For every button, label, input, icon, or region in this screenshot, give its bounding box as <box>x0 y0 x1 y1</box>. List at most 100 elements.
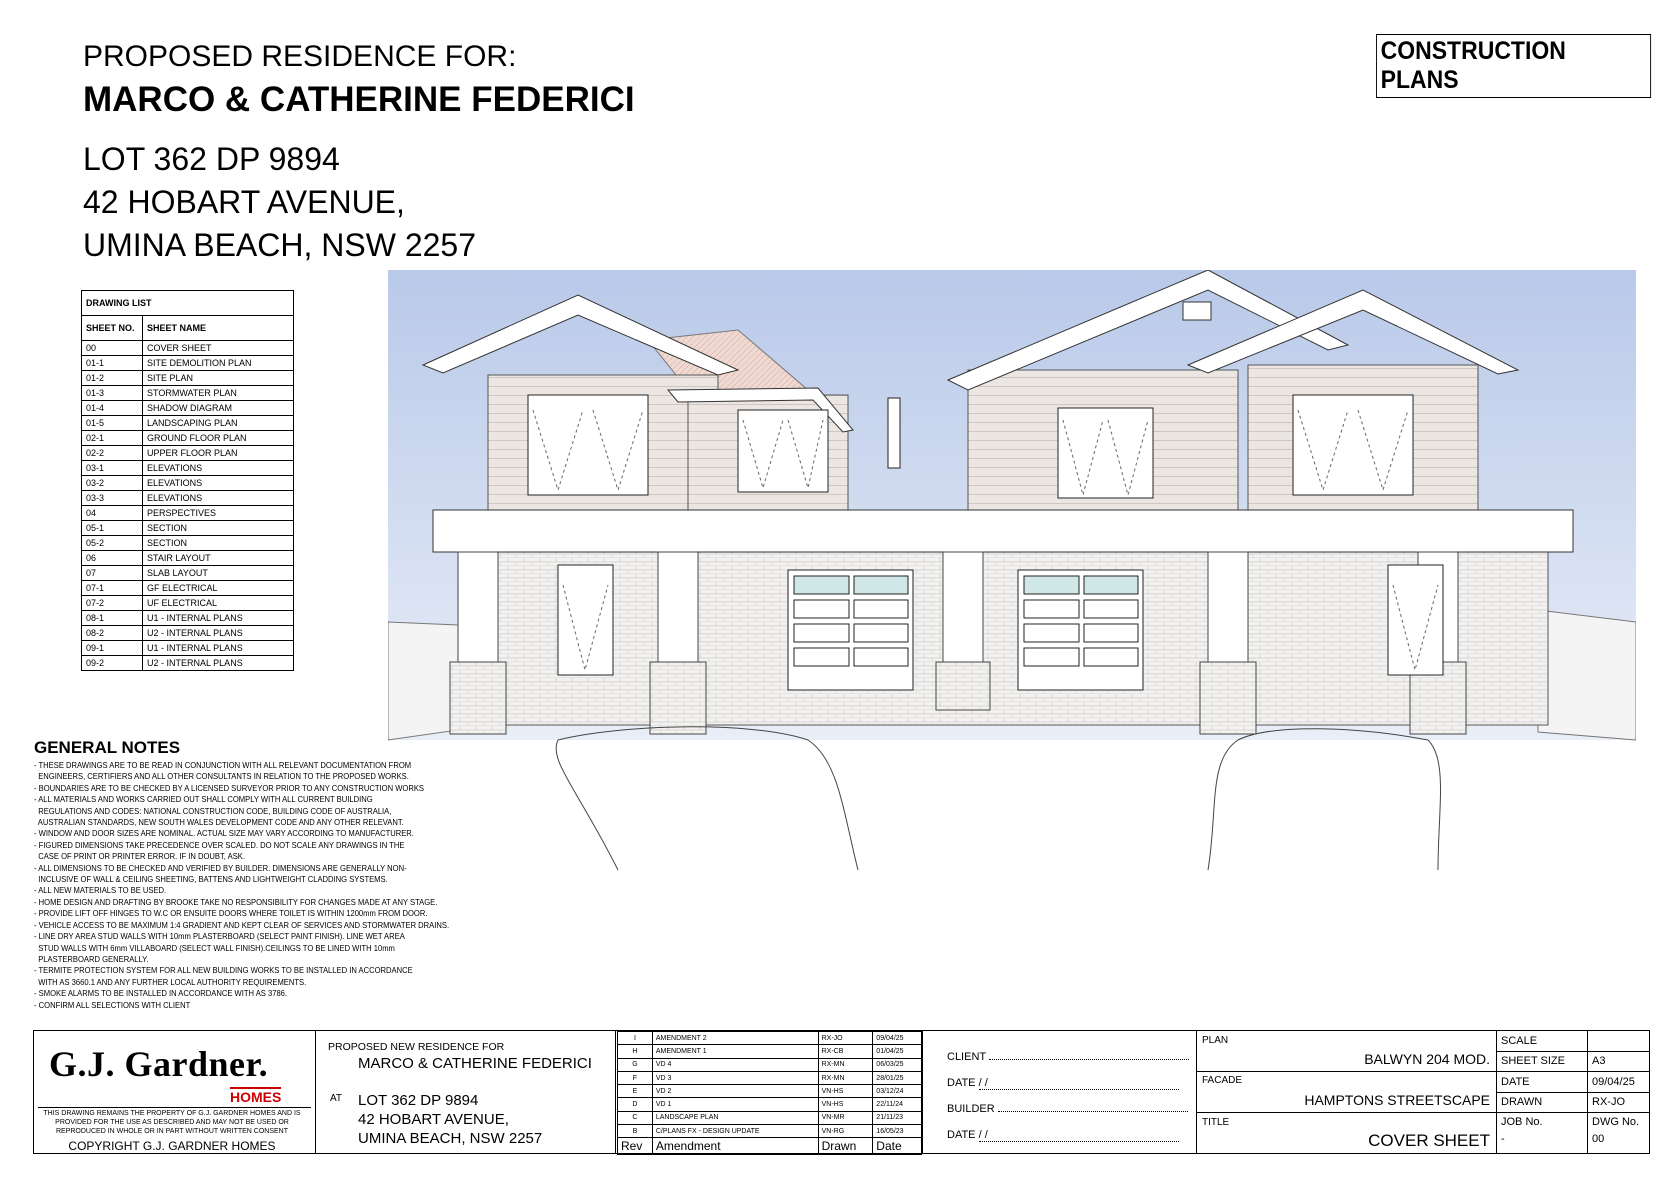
date-blank-1: / / <box>978 1077 1179 1090</box>
client-label: CLIENT <box>947 1051 986 1063</box>
tb-address-line1: LOT 362 DP 9894 <box>358 1092 479 1109</box>
sheet-no: 03-3 <box>81 490 143 506</box>
title-block-signoff-cell: CLIENT DATE / / BUILDER DATE / / <box>923 1031 1197 1153</box>
plan-value: BALWYN 204 MOD. <box>1364 1051 1490 1067</box>
sheet-name: STAIR LAYOUT <box>142 550 294 566</box>
header-client: MARCO & CATHERINE FEDERICI <box>83 80 635 119</box>
sheet-no: 02-2 <box>81 445 143 461</box>
date-label-2: DATE <box>947 1129 976 1141</box>
general-notes-text: - THESE DRAWINGS ARE TO BE READ IN CONJU… <box>34 761 450 1010</box>
sheet-name: U1 - INTERNAL PLANS <box>142 640 294 656</box>
sheet-no: 01-5 <box>81 415 143 431</box>
job-value: - <box>1501 1133 1505 1145</box>
revision-header-drawn: Drawn <box>817 1137 874 1156</box>
sheet-name: ELEVATIONS <box>142 475 294 491</box>
sheet-no: 09-2 <box>81 655 143 671</box>
sheet-name: UPPER FLOOR PLAN <box>142 445 294 461</box>
sheet-no: 01-3 <box>81 385 143 401</box>
sheet-name: SITE DEMOLITION PLAN <box>142 355 294 371</box>
date-label-1: DATE <box>947 1077 976 1089</box>
company-logo: G.J. Gardner. <box>49 1044 269 1084</box>
sheet-no: 03-2 <box>81 475 143 491</box>
sheet-name: ELEVATIONS <box>142 460 294 476</box>
facade-value: HAMPTONS STREETSCAPE <box>1304 1092 1490 1108</box>
tb-address: LOT 362 DP 9894 42 HOBART AVENUE, UMINA … <box>358 1091 542 1148</box>
tb-address-line2: 42 HOBART AVENUE, <box>358 1111 509 1128</box>
date-label: DATE <box>1501 1076 1530 1088</box>
revision-header-desc: Amendment <box>651 1137 819 1156</box>
sheet-name: SITE PLAN <box>142 370 294 386</box>
date-value: 09/04/25 <box>1592 1076 1635 1088</box>
tb-address-line3: UMINA BEACH, NSW 2257 <box>358 1130 543 1147</box>
facade-label: FACADE <box>1202 1075 1243 1086</box>
builder-signoff: BUILDER <box>947 1103 1188 1115</box>
address-line1: LOT 362 DP 9894 <box>83 141 340 177</box>
sheet-no: 01-1 <box>81 355 143 371</box>
sheet-no: 07-2 <box>81 595 143 611</box>
sheet-name: UF ELECTRICAL <box>142 595 294 611</box>
sheet-name: ELEVATIONS <box>142 490 294 506</box>
drawing-list-title: DRAWING LIST <box>81 290 294 316</box>
at-label: AT <box>330 1093 343 1104</box>
address-line3: UMINA BEACH, NSW 2257 <box>83 227 476 263</box>
title-value: COVER SHEET <box>1368 1131 1490 1150</box>
sheet-no: 08-2 <box>81 625 143 641</box>
title-block: G.J. Gardner. HOMES THIS DRAWING REMAINS… <box>33 1030 1650 1156</box>
sheet-no: 04 <box>81 505 143 521</box>
proposed-label: PROPOSED NEW RESIDENCE FOR <box>328 1041 505 1053</box>
sheet-name: SHADOW DIAGRAM <box>142 400 294 416</box>
sheet-name: U2 - INTERNAL PLANS <box>142 655 294 671</box>
sheet-no: 01-4 <box>81 400 143 416</box>
sheet-no: 01-2 <box>81 370 143 386</box>
sheet-no: 06 <box>81 550 143 566</box>
sheet-name: PERSPECTIVES <box>142 505 294 521</box>
date-blank-2: / / <box>978 1129 1179 1142</box>
client-signoff: CLIENT <box>947 1051 1189 1063</box>
title-block-logo-cell: G.J. Gardner. HOMES THIS DRAWING REMAINS… <box>34 1031 316 1153</box>
sheet-name: LANDSCAPING PLAN <box>142 415 294 431</box>
revision-drawn: VN-MR <box>817 1110 874 1126</box>
sheet-no: 05-1 <box>81 520 143 536</box>
sheet-size-label: SHEET SIZE <box>1501 1055 1565 1067</box>
sheet-name: STORMWATER PLAN <box>142 385 294 401</box>
sheet-no: 07-1 <box>81 580 143 596</box>
sheet-no: 02-1 <box>81 430 143 446</box>
sheet-name: COVER SHEET <box>142 340 294 356</box>
title-label: TITLE <box>1202 1117 1230 1128</box>
title-block-plan-cell: PLAN BALWYN 204 MOD. FACADE HAMPTONS STR… <box>1197 1031 1497 1153</box>
title-block-project-cell: PROPOSED NEW RESIDENCE FOR MARCO & CATHE… <box>316 1031 616 1153</box>
address-line2: 42 HOBART AVENUE, <box>83 184 405 220</box>
copyright-text: COPYRIGHT G.J. GARDNER HOMES <box>68 1139 276 1153</box>
general-notes-title: GENERAL NOTES <box>34 738 181 757</box>
construction-plans-badge: CONSTRUCTION PLANS <box>1376 34 1652 98</box>
sheet-no: 07 <box>81 565 143 581</box>
header-line1: PROPOSED RESIDENCE FOR: <box>83 40 517 73</box>
revision-date: 16/05/23 <box>872 1124 922 1139</box>
revision-drawn: VN-RG <box>817 1124 874 1139</box>
col-sheet-no: SHEET NO. <box>81 315 143 341</box>
sheet-no: 05-2 <box>81 535 143 551</box>
dwg-value: 00 <box>1592 1133 1605 1145</box>
